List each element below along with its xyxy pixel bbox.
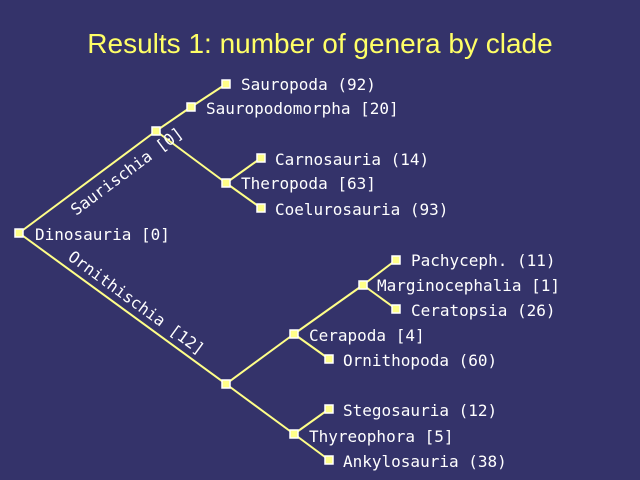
edge-theropoda-coelurosauria bbox=[225, 182, 262, 209]
node-pachyceph bbox=[391, 255, 401, 265]
edge-dinosauria-ornithischia bbox=[18, 232, 227, 385]
node-dinosauria bbox=[14, 228, 24, 238]
label-ornithischia: Ornithischia [12] bbox=[65, 247, 209, 359]
label-ankylosauria: Ankylosauria (38) bbox=[343, 452, 507, 471]
edge-marginocephalia-pachyceph bbox=[362, 259, 397, 286]
label-stegosauria: Stegosauria (12) bbox=[343, 401, 497, 420]
label-cerapoda: Cerapoda [4] bbox=[309, 326, 425, 345]
node-stegosauria bbox=[324, 404, 334, 414]
node-cerapoda bbox=[289, 329, 299, 339]
nodes bbox=[14, 79, 401, 465]
edge-thyreophora-stegosauria bbox=[293, 408, 330, 435]
edge-theropoda-carnosauria bbox=[225, 157, 262, 184]
label-saurischia: Saurischia [0] bbox=[67, 123, 186, 219]
label-thyreophora: Thyreophora [5] bbox=[309, 427, 454, 446]
label-marginocephalia: Marginocephalia [1] bbox=[377, 276, 560, 295]
label-dinosauria: Dinosauria [0] bbox=[35, 225, 170, 244]
edge-dinosauria-saurischia bbox=[18, 130, 157, 234]
label-sauropoda: Sauropoda (92) bbox=[241, 75, 376, 94]
label-pachyceph: Pachyceph. (11) bbox=[411, 251, 556, 270]
node-sauropoda bbox=[221, 79, 231, 89]
node-coelurosauria bbox=[256, 203, 266, 213]
node-ceratopsia bbox=[391, 304, 401, 314]
node-sauropodomorpha bbox=[186, 102, 196, 112]
label-ornithopoda: Ornithopoda (60) bbox=[343, 351, 497, 370]
label-theropoda: Theropoda [63] bbox=[241, 174, 376, 193]
edge-sauropodomorpha-sauropoda bbox=[190, 83, 227, 108]
edge-saurischia-sauropodomorpha bbox=[155, 106, 192, 132]
label-coelurosauria: Coelurosauria (93) bbox=[275, 200, 448, 219]
label-carnosauria: Carnosauria (14) bbox=[275, 150, 429, 169]
label-ceratopsia: Ceratopsia (26) bbox=[411, 301, 556, 320]
edge-thyreophora-ankylosauria bbox=[293, 433, 330, 461]
node-marginocephalia bbox=[358, 280, 368, 290]
node-ornithopoda bbox=[324, 354, 334, 364]
edge-ornithischia-cerapoda bbox=[225, 333, 295, 385]
diagram-title: Results 1: number of genera by clade bbox=[87, 28, 553, 59]
node-thyreophora bbox=[289, 429, 299, 439]
node-ornithischia bbox=[221, 379, 231, 389]
node-carnosauria bbox=[256, 153, 266, 163]
edges bbox=[18, 83, 397, 461]
edge-ornithischia-thyreophora bbox=[225, 383, 295, 435]
edge-marginocephalia-ceratopsia bbox=[362, 284, 397, 310]
edge-cerapoda-ornithopoda bbox=[293, 333, 330, 360]
label-sauropodomorpha: Sauropodomorpha [20] bbox=[206, 99, 399, 118]
node-saurischia bbox=[151, 126, 161, 136]
edge-saurischia-theropoda bbox=[155, 130, 227, 184]
node-ankylosauria bbox=[324, 455, 334, 465]
edge-cerapoda-marginocephalia bbox=[293, 284, 364, 335]
node-theropoda bbox=[221, 178, 231, 188]
